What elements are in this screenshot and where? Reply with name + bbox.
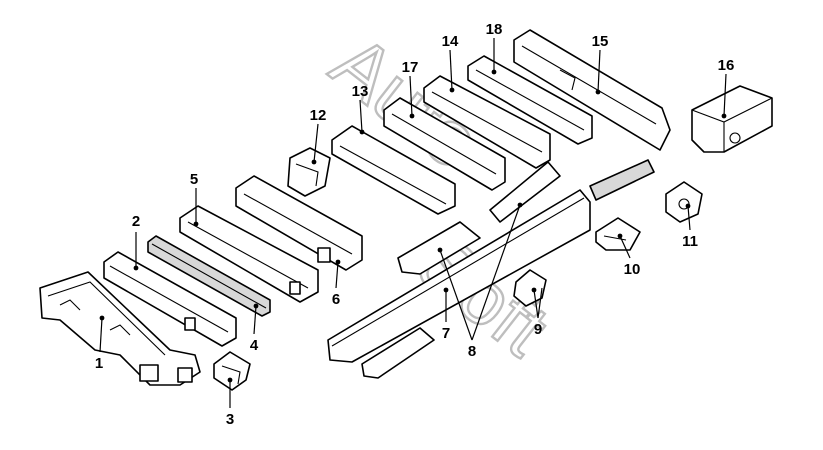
- part-15-long-rail[interactable]: [513, 29, 671, 151]
- callout-16: 16: [718, 57, 735, 74]
- part-17-crossmember[interactable]: [383, 97, 506, 191]
- callout-6: 6: [332, 291, 340, 308]
- part-10-bracket[interactable]: [595, 217, 641, 251]
- callout-9: 9: [534, 321, 542, 338]
- part-2-crossmember[interactable]: [103, 251, 237, 347]
- part-14-crossmember[interactable]: [423, 75, 551, 169]
- part-13-crossmember[interactable]: [331, 125, 456, 215]
- callout-8: 8: [468, 343, 476, 360]
- callout-1: 1: [95, 355, 103, 372]
- part-5-crossmember[interactable]: [179, 205, 319, 303]
- callout-7: 7: [442, 325, 450, 342]
- callout-2: 2: [132, 213, 140, 230]
- callout-17: 14: [442, 33, 459, 50]
- part-7-side-sill[interactable]: [327, 159, 655, 363]
- callout-10: 10: [624, 261, 641, 278]
- part-12-bracket[interactable]: [287, 147, 331, 197]
- callout-13: 13: [352, 83, 369, 100]
- callout-12: 12: [310, 107, 327, 124]
- callout-14: 17: [402, 59, 419, 76]
- part-4-rail[interactable]: [147, 235, 271, 317]
- part-3-bracket[interactable]: [213, 351, 251, 391]
- part-6-crossmember[interactable]: [235, 175, 363, 271]
- leader-lines: [99, 38, 727, 408]
- part-1-front-crossmember[interactable]: [39, 271, 201, 386]
- callout-11: 11: [682, 233, 698, 250]
- part-18-crossmember[interactable]: [467, 55, 593, 145]
- part-9-bracket[interactable]: [513, 269, 547, 307]
- part-7-lower-piece[interactable]: [361, 327, 435, 379]
- callout-18: 18: [486, 21, 503, 38]
- callout-4: 4: [250, 337, 259, 354]
- callout-5: 5: [190, 171, 198, 188]
- callout-15: 15: [592, 33, 609, 50]
- callouts: 1 2 3 4 5 6 7 8 9 10 11 12 13 17 14 18 1…: [95, 21, 735, 428]
- part-16-box[interactable]: [691, 85, 773, 153]
- callout-3: 3: [226, 411, 234, 428]
- part-11-bracket[interactable]: [665, 181, 703, 223]
